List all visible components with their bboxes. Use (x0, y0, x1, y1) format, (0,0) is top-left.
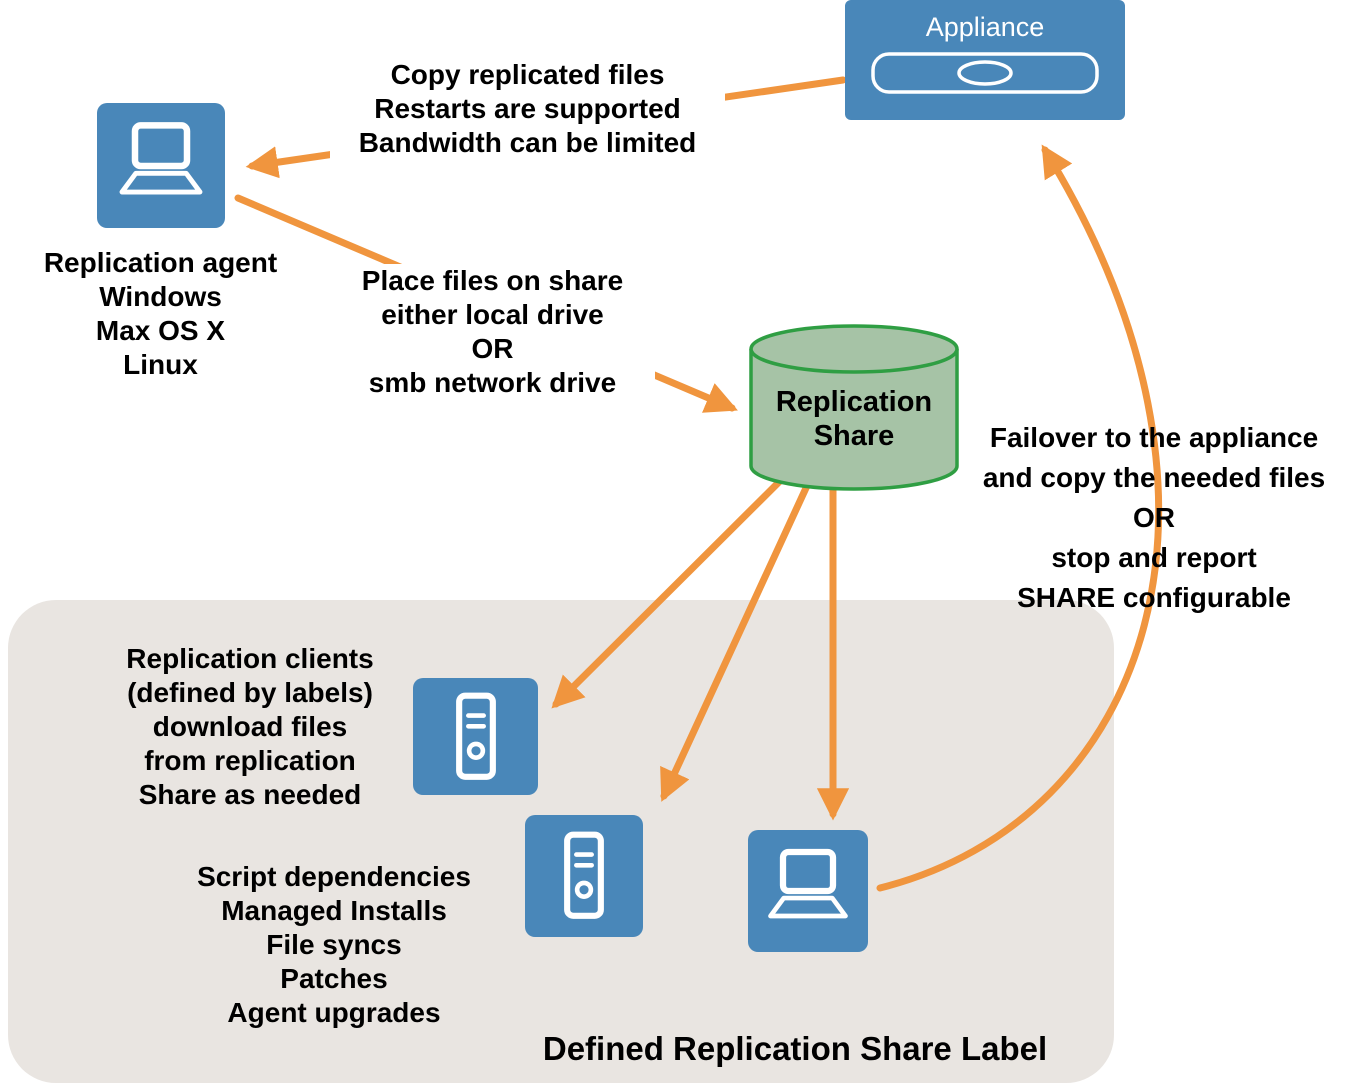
server-tower-icon (564, 831, 604, 919)
failover-note: Failover to the appliance and copy the n… (982, 422, 1326, 613)
place-files-note: Place files on share either local drive … (330, 264, 655, 400)
replication-agent-node (97, 103, 225, 228)
laptop-icon (768, 848, 848, 919)
client-node-1 (413, 678, 538, 795)
copy-replicated-files-note: Copy replicated files Restarts are suppo… (330, 58, 725, 160)
script-dependencies-note: Script dependencies Managed Installs Fil… (197, 861, 471, 1028)
database-cylinder-icon (749, 324, 959, 491)
arrow-share-to-client2 (660, 471, 816, 802)
appliance-server-icon (871, 52, 1099, 94)
replication-share-label: Replication Share (775, 386, 933, 452)
client-node-2 (525, 815, 643, 937)
arrow-share-to-client1 (551, 471, 790, 709)
arrow-failover-to-appliance (876, 144, 1163, 892)
client-node-3 (748, 830, 868, 952)
appliance-label: Appliance (925, 12, 1045, 42)
laptop-icon (119, 121, 203, 194)
replication-agent-label: Replication agent Windows Max OS X Linux (43, 247, 278, 380)
defined-share-group-title: Defined Replication Share Label (542, 1030, 1048, 1067)
replication-clients-note: Replication clients (defined by labels) … (126, 643, 374, 810)
appliance-node: Appliance (845, 0, 1125, 120)
server-tower-icon (455, 692, 496, 780)
replication-share-node: Replication Share (748, 323, 960, 493)
